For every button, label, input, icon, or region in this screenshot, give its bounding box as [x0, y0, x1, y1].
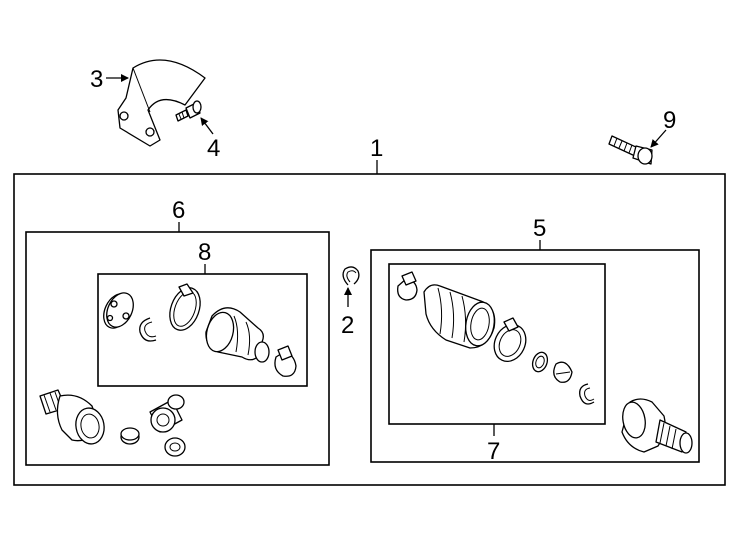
callout-5: 5: [533, 215, 546, 242]
cv-boot-outer-icon[interactable]: [423, 284, 498, 349]
cv-plate-icon[interactable]: [99, 289, 139, 333]
callout-8: 8: [198, 239, 211, 266]
inner-joint-kit-frame: [25, 231, 330, 466]
boot-clamp-large-icon[interactable]: [164, 283, 205, 335]
boot-clamp-small-icon[interactable]: [274, 345, 297, 377]
callout-6: 6: [172, 197, 185, 224]
inner-boot-kit-frame: [97, 273, 308, 387]
callout-3: 3: [90, 66, 103, 93]
outer-boot-clamp-large-icon[interactable]: [488, 317, 531, 367]
callout-4: 4: [207, 135, 220, 162]
outer-cv-joint-icon[interactable]: [620, 398, 693, 454]
circlip-icon[interactable]: [139, 317, 157, 342]
outer-boot-clamp-small-icon[interactable]: [397, 271, 418, 301]
outer-joint-kit-frame: [370, 249, 700, 463]
screw-icon[interactable]: [175, 100, 202, 122]
axle-assembly-frame: [13, 173, 726, 486]
heat-shield-icon[interactable]: [117, 59, 206, 147]
callout-7: 7: [487, 438, 500, 465]
inner-cv-joint-housing-icon[interactable]: [39, 389, 107, 446]
callout-9-leader: [650, 129, 667, 148]
callout-2: 2: [341, 312, 354, 339]
outer-circlip-icon[interactable]: [579, 383, 595, 405]
callout-1: 1: [370, 135, 383, 162]
callout-4-leader: [200, 117, 214, 135]
bolt-icon[interactable]: [608, 135, 653, 165]
outer-stopper-ring-icon[interactable]: [553, 361, 573, 383]
outer-spacer-ring-icon[interactable]: [530, 350, 550, 374]
outer-boot-kit-frame: [388, 263, 606, 425]
tripod-joint-icon[interactable]: [120, 394, 186, 457]
snap-ring-icon[interactable]: [342, 266, 360, 286]
cv-boot-inner-icon[interactable]: [202, 307, 270, 363]
callout-9: 9: [663, 107, 676, 134]
